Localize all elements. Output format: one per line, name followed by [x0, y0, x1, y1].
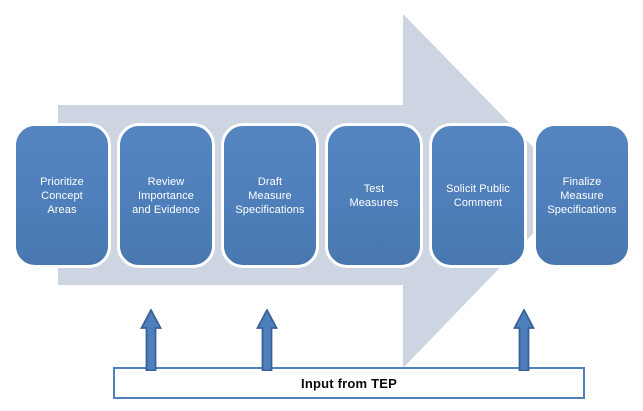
up-arrow-icon [256, 309, 278, 371]
step-solicit-public-comment: Solicit Public Comment [429, 123, 527, 268]
step-review-importance-and-evidence: Review Importance and Evidence [117, 123, 215, 268]
up-arrow-shape [256, 309, 278, 371]
input-from-tep-label: Input from TEP [301, 375, 397, 391]
step-label: Review Importance and Evidence [132, 175, 200, 216]
step-prioritize-concept-areas: Prioritize Concept Areas [13, 123, 111, 268]
up-arrow-icon [513, 309, 535, 371]
step-label: Prioritize Concept Areas [40, 175, 84, 216]
step-label: Draft Measure Specifications [235, 175, 305, 216]
step-label: Finalize Measure Specifications [547, 175, 617, 216]
step-finalize-measure-specifications: Finalize Measure Specifications [533, 123, 631, 268]
step-draft-measure-specifications: Draft Measure Specifications [221, 123, 319, 268]
up-arrow-icon [140, 309, 162, 371]
step-test-measures: Test Measures [325, 123, 423, 268]
up-arrow-shape [140, 309, 162, 371]
up-arrow-shape [513, 309, 535, 371]
input-from-tep-box: Input from TEP [113, 367, 585, 399]
step-label: Solicit Public Comment [446, 182, 510, 209]
step-label: Test Measures [349, 182, 399, 209]
